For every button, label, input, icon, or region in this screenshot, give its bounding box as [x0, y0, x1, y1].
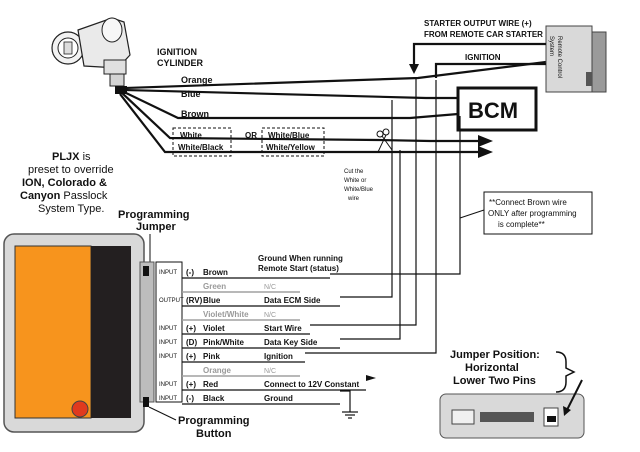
row-wire-color: Violet	[203, 324, 225, 333]
ground-running-label: Ground When running Remote Start (status…	[258, 254, 345, 273]
arrow-white	[478, 135, 493, 147]
ground-symbol-icon	[342, 411, 358, 419]
white-black-wire	[119, 93, 478, 154]
white-wire	[121, 92, 478, 143]
starter-output-label: STARTER OUTPUT WIRE (+) FROM REMOTE CAR …	[424, 19, 543, 39]
row-polarity: (RV)	[186, 296, 203, 305]
label-white-black: White/Black	[178, 143, 224, 152]
starter-arrow	[409, 64, 419, 74]
row-wire-color: Green	[203, 282, 226, 291]
pljx-module	[3, 233, 155, 433]
button-pointer	[148, 406, 177, 421]
ignition-cylinder-label: IGNITION CYLINDER	[157, 47, 204, 68]
row-wire-color: Pink	[203, 352, 220, 361]
white-blue-options-box	[261, 127, 325, 157]
label-white: White	[180, 131, 202, 140]
row-description: Ground	[264, 394, 293, 403]
label-orange: Orange	[181, 75, 213, 85]
ignition-cylinder-line1: IGNITION	[157, 47, 197, 57]
label-white-blue: White/Blue	[268, 131, 310, 140]
connect-note-box	[483, 191, 593, 235]
row-io-label: INPUT	[159, 270, 177, 276]
row-wire-color: Black	[203, 394, 225, 403]
violet-start-wire	[310, 78, 417, 326]
label-or: OR	[245, 131, 257, 140]
row-description: Start Wire	[264, 324, 302, 333]
arrow-white-black	[478, 146, 493, 158]
programming-button-label: Programming Button	[178, 415, 253, 440]
label-blue: Blue	[181, 89, 201, 99]
jumper-brace	[555, 351, 576, 393]
row-polarity: (-)	[186, 268, 194, 277]
row-wire-color: Pink/White	[203, 338, 244, 347]
module-orange-panel	[14, 245, 92, 419]
black-ground-wire	[340, 390, 351, 412]
ignition-wire-label: IGNITION	[465, 53, 501, 62]
brown-to-bcm	[330, 116, 461, 275]
programming-jumper-label: Programming Jumper	[118, 209, 193, 233]
ignition-cylinder-line2: CYLINDER	[157, 58, 204, 68]
orange-wire	[124, 60, 547, 90]
bcm-label: BCM	[468, 98, 518, 123]
pljx-note: PLJX is preset to override ION, Colorado…	[20, 151, 117, 215]
row-polarity: (D)	[186, 338, 197, 347]
row-io-label: INPUT	[159, 354, 177, 360]
red-arrow	[366, 375, 376, 381]
jumper-pointer-arrow	[565, 379, 583, 413]
module-black-panel	[91, 246, 131, 418]
connect-note: **Connect Brown wire ONLY after programm…	[488, 198, 579, 229]
white-options-box	[172, 127, 232, 157]
row-io-label: INPUT	[159, 382, 177, 388]
row-polarity: (+)	[186, 324, 196, 333]
jumper-arrowhead	[563, 406, 571, 416]
remote-control-system: Remote Control System	[545, 25, 607, 93]
row-polarity: (-)	[186, 394, 194, 403]
blue-data-ecm	[340, 100, 393, 298]
blue-wire	[124, 88, 458, 100]
bcm-box	[456, 86, 538, 132]
row-wire-color: Violet/White	[203, 310, 249, 319]
row-wire-color: Red	[203, 380, 218, 389]
jumper-position-label: Jumper Position: Horizontal Lower Two Pi…	[450, 349, 543, 387]
row-polarity: (+)	[186, 352, 196, 361]
row-description: N/C	[264, 284, 276, 291]
module-pcb-icon	[439, 393, 585, 439]
row-io-label: INPUT	[159, 326, 177, 332]
row-polarity: (+)	[186, 380, 196, 389]
row-description: Data ECM Side	[264, 296, 321, 305]
ignition-wire	[434, 62, 546, 78]
row-description: N/C	[264, 312, 276, 319]
remote-control-label: Remote Control System	[548, 36, 562, 80]
label-white-yellow: White/Yellow	[266, 143, 316, 152]
row-io-label: INPUT	[159, 340, 177, 346]
row-description: Ignition	[264, 352, 293, 361]
scissors-icon	[376, 128, 393, 153]
programming-jumper[interactable]	[143, 266, 149, 276]
brown-wire	[123, 91, 459, 120]
pink-white-data-key	[340, 150, 401, 340]
row-wire-color: Brown	[203, 268, 228, 277]
row-description: N/C	[264, 368, 276, 375]
module-connector	[155, 261, 183, 403]
label-brown: Brown	[181, 109, 209, 119]
row-io-label: INPUT	[159, 396, 177, 402]
starter-output-wire	[412, 42, 546, 66]
pink-ignition	[305, 80, 437, 354]
row-io-label: OUTPUT	[159, 298, 184, 304]
cut-note: Cut the White or White/Blue wire	[344, 169, 375, 202]
ignition-cylinder-icon	[51, 17, 131, 94]
row-description: Data Key Side	[264, 338, 318, 347]
programming-button[interactable]	[71, 400, 89, 418]
row-description: Connect to 12V Constant	[264, 380, 359, 389]
row-wire-color: Blue	[203, 296, 221, 305]
connect-note-pointer	[459, 209, 485, 219]
row-wire-color: Orange	[203, 366, 232, 375]
programming-button-pin	[143, 397, 149, 407]
